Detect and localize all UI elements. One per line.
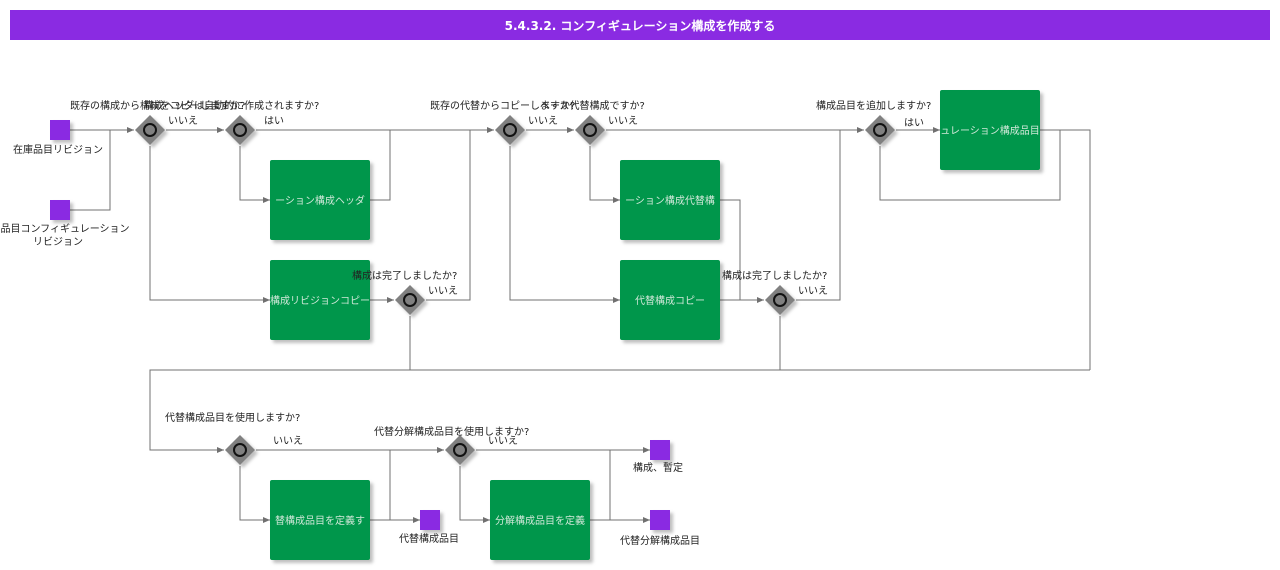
branch-labels: いいえ はい いいえ いいえ はい いいえ いいえ いいえ いいえ [168,115,924,447]
no-label: いいえ [168,115,198,127]
gateway-copy-existing[interactable] [135,115,165,145]
question-label: 構成は完了しましたか? [722,269,827,282]
question-label: ベース代替構成ですか? [540,99,645,112]
task-copy-alt[interactable]: 代替構成コピー [620,260,720,340]
flow-line [370,130,391,201]
no-label: いいえ [273,435,303,447]
event-label: 在庫品目リビジョン [13,143,103,156]
no-label: いいえ [608,115,638,127]
gateway-use-alt-component[interactable] [225,435,255,465]
flow-line [239,466,270,523]
page-title: 5.4.3.2. コンフィギュレーション構成を作成する [10,10,1270,40]
no-label: いいえ [488,435,518,447]
gateway-questions: 既存の構成から構成をコピーしますか? 構成ヘッダは自動的に作成されますか? 既存… [70,99,931,438]
question-label: 既存の構成から構成をコピーしますか? [70,99,245,112]
question-label: 既存の代替からコピーしますか? [430,99,575,112]
task-label: ーション構成代替構 [625,194,715,207]
connectors [70,127,1091,523]
gateway-use-alt-decomp[interactable] [445,435,475,465]
question-label: 構成は完了しましたか? [352,269,457,282]
event-label: リビジョン [33,236,83,248]
task-label: ーション構成ヘッダ [275,194,365,207]
question-label: 代替分解構成品目を使用しますか? [374,425,529,438]
no-label: いいえ [798,285,828,297]
task-label: 構成リビジョンコピー [270,294,370,307]
flow-line [70,130,111,211]
task-label: ュレーション構成品目 [940,124,1040,137]
gateway-complete-1[interactable] [395,285,425,315]
flow-line [426,130,471,301]
event-alt-component[interactable]: 代替構成品目 [399,510,459,545]
event-label: 代替分解構成品目 [620,534,700,547]
flow-line [1060,129,1091,370]
event-structure-provisional[interactable]: 構成、暫定 [633,440,683,474]
gateway-header-auto[interactable] [225,115,255,145]
task-label: 代替構成コピー [635,294,705,307]
flow-line [589,146,620,203]
flow-line [879,129,1061,201]
task-create-alt[interactable]: ーション構成代替構 [620,160,720,240]
flow-line [239,146,270,203]
gateway-add-component[interactable] [865,115,895,145]
flow-line [149,146,270,303]
event-config-item-revision[interactable]: の品目コンフィギュレーション リビジョン [0,200,130,248]
flow-line [149,369,1090,453]
task-copy-revision[interactable]: 構成リビジョンコピー [270,260,370,340]
yes-label: はい [904,117,924,129]
yes-label: はい [264,115,284,127]
question-label: 代替構成品目を使用しますか? [165,411,300,424]
event-label: 代替構成品目 [399,532,459,545]
gateway-base-alt[interactable] [575,115,605,145]
event-label: の品目コンフィギュレーション [0,223,130,235]
flow-line [796,130,841,301]
flow-line [509,146,620,303]
question-label: 構成ヘッダは自動的に作成されますか? [144,99,319,112]
task-define-alt-component[interactable]: 替構成品目を定義す [270,480,370,560]
task-add-component[interactable]: ュレーション構成品目 [940,90,1040,170]
event-alt-decomp-component[interactable]: 代替分解構成品目 [620,510,700,547]
task-create-header[interactable]: ーション構成ヘッダ [270,160,370,240]
event-label: 構成、暫定 [633,461,683,474]
task-label: 分解構成品目を定義 [495,514,585,527]
flow-line [720,199,764,303]
gateway-complete-2[interactable] [765,285,795,315]
question-label: 構成品目を追加しますか? [816,99,931,112]
no-label: いいえ [528,115,558,127]
gateway-copy-alt[interactable] [495,115,525,145]
task-label: 替構成品目を定義す [275,514,365,527]
flow-line [459,466,490,523]
event-stock-item-revision[interactable]: 在庫品目リビジョン [13,120,103,156]
task-define-alt-decomp[interactable]: 分解構成品目を定義 [490,480,590,560]
no-label: いいえ [428,285,458,297]
